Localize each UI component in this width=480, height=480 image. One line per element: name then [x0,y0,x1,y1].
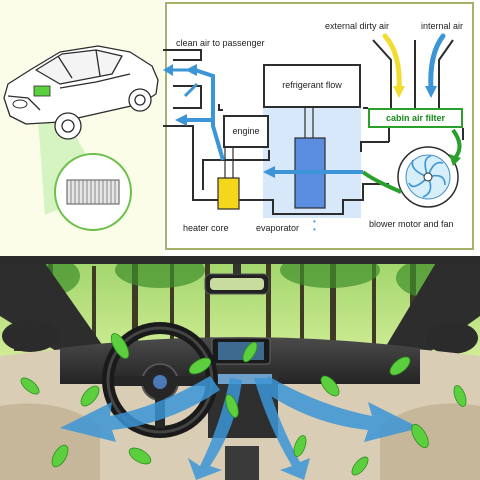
refrigerant-flow-box: refrigerant flow [263,64,361,108]
leaf-icon [20,333,467,476]
cabin-air-filter-box: cabin air filter [368,108,463,128]
refrigerant-flow-label: refrigerant flow [282,80,342,90]
engine-box: engine [223,115,269,148]
evaporator-label: evaporator [256,223,300,233]
interior-photo [0,256,480,480]
internal-air-label: internal air [421,21,464,31]
svg-text:•: • [313,225,316,234]
cabin-air-filter-label: cabin air filter [385,113,446,123]
engine-label: engine [232,126,260,136]
svg-text:•: • [313,217,316,226]
blower-label: blower motor and fan [369,219,454,229]
hvac-diagram-panel: • • clean air to passenger external dirt… [163,0,480,256]
external-air-label: external dirty air [325,21,390,31]
hvac-ductwork: • • [163,33,464,234]
cabin-filter-icon [54,153,132,231]
heater-core-label: heater core [183,223,229,233]
clean-air-label: clean air to passenger [176,38,265,48]
car-illustration-panel [0,0,163,256]
